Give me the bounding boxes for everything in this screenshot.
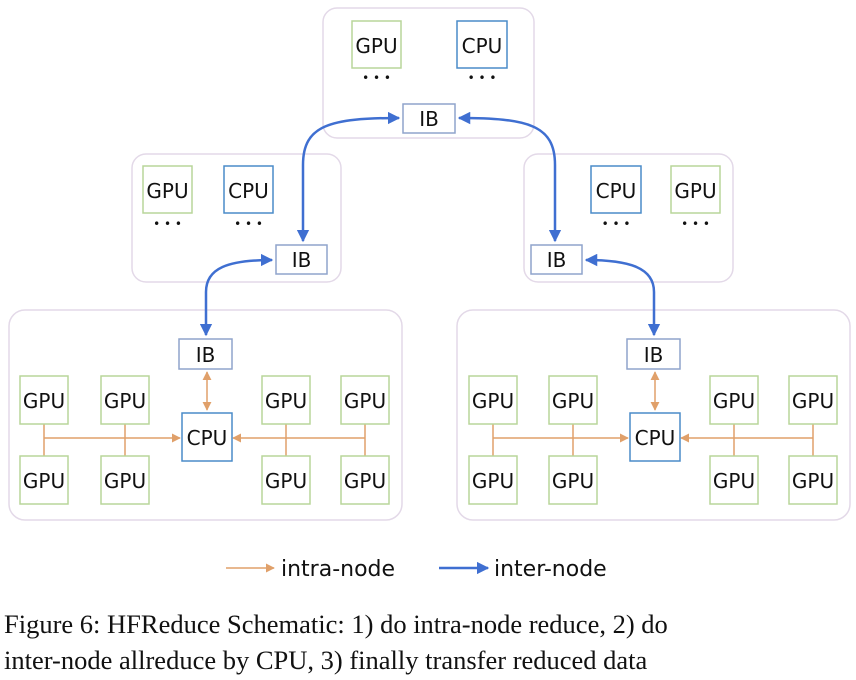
gpu-label: GPU: [23, 389, 65, 413]
gpu-label: GPU: [674, 179, 716, 203]
node-top-container: [322, 7, 535, 139]
gpu-label: GPU: [552, 469, 594, 493]
gpu-box: [100, 455, 150, 505]
gpu-box: [261, 455, 311, 505]
cpu-ellipsis: • • •: [602, 217, 631, 231]
gpu-box: [670, 165, 721, 214]
hfreduce-diagram: GPU • • • CPU • • • IB GPU • • • CPU • •…: [8, 7, 851, 582]
ib-label: IB: [419, 107, 439, 131]
ib-box: [402, 103, 456, 134]
ib-label: IB: [547, 248, 567, 272]
ib-box: [626, 338, 681, 370]
gpu-label: GPU: [713, 469, 755, 493]
cpu-box: [181, 412, 233, 462]
gpu-label: GPU: [472, 389, 514, 413]
gpu-ellipsis: • • •: [681, 217, 710, 231]
gpu-box: [709, 375, 759, 425]
inter-link-midleft-to-bottomleft: [199, 253, 274, 337]
cpu-label: CPU: [228, 179, 269, 203]
gpu-label: GPU: [344, 389, 386, 413]
legend-intra-label: intra-node: [281, 557, 395, 582]
ib-label: IB: [292, 248, 312, 272]
inter-link-top-to-midleft: [296, 111, 401, 243]
legend: intra-node inter-node: [226, 557, 607, 582]
gpu-box: [788, 375, 838, 425]
cpu-label: CPU: [462, 34, 503, 58]
inter-link-midright-to-bottomright: [584, 253, 661, 337]
gpu-box: [468, 375, 518, 425]
ib-label: IB: [196, 343, 216, 367]
gpu-label: GPU: [792, 389, 834, 413]
gpu-box: [19, 375, 69, 425]
node-mid-left: GPU • • • CPU • • • IB: [131, 153, 342, 283]
cpu-box: [629, 412, 681, 462]
gpu-box: [468, 455, 518, 505]
gpu-ellipsis: • • •: [362, 71, 391, 85]
cpu-box: [456, 20, 508, 69]
gpu-label: GPU: [104, 469, 146, 493]
ib-box: [530, 244, 583, 275]
node-bottom-left: IB CPU GPU GPU GPU GPU GPU GPU GPU GPU: [8, 309, 403, 521]
gpu-label: GPU: [792, 469, 834, 493]
caption-line-1: Figure 6: HFReduce Schematic: 1) do intr…: [4, 609, 668, 639]
gpu-label: GPU: [344, 469, 386, 493]
ib-label: IB: [644, 343, 664, 367]
gpu-box: [142, 165, 193, 214]
gpu-box: [788, 455, 838, 505]
gpu-box: [351, 20, 402, 69]
gpu-label: GPU: [23, 469, 65, 493]
ib-box: [178, 338, 233, 370]
cpu-label: CPU: [596, 179, 637, 203]
gpu-ellipsis: • • •: [153, 217, 182, 231]
gpu-box: [709, 455, 759, 505]
gpu-label: GPU: [713, 389, 755, 413]
node-bottom-right: IB CPU GPU GPU GPU GPU GPU GPU GPU GPU: [456, 309, 851, 521]
gpu-box: [100, 375, 150, 425]
gpu-label: GPU: [104, 389, 146, 413]
inter-link-top-to-midright: [457, 111, 562, 243]
gpu-label: GPU: [265, 469, 307, 493]
gpu-box: [19, 455, 69, 505]
cpu-label: CPU: [635, 426, 676, 450]
caption-line-2: inter-node allreduce by CPU, 3) finally …: [4, 645, 648, 675]
cpu-box: [590, 165, 642, 214]
gpu-box: [548, 455, 598, 505]
legend-inter-label: inter-node: [494, 557, 607, 582]
gpu-label: GPU: [355, 34, 397, 58]
cpu-ellipsis: • • •: [468, 71, 497, 85]
figure-caption: Figure 6: HFReduce Schematic: 1) do intr…: [4, 606, 856, 680]
gpu-box: [548, 375, 598, 425]
gpu-label: GPU: [472, 469, 514, 493]
ib-box: [275, 244, 328, 275]
cpu-label: CPU: [187, 426, 228, 450]
gpu-box: [340, 375, 390, 425]
gpu-box: [261, 375, 311, 425]
node-top: GPU • • • CPU • • • IB: [322, 7, 535, 139]
cpu-ellipsis: • • •: [234, 217, 263, 231]
cpu-box: [223, 165, 274, 214]
gpu-box: [340, 455, 390, 505]
gpu-label: GPU: [265, 389, 307, 413]
gpu-label: GPU: [146, 179, 188, 203]
gpu-label: GPU: [552, 389, 594, 413]
